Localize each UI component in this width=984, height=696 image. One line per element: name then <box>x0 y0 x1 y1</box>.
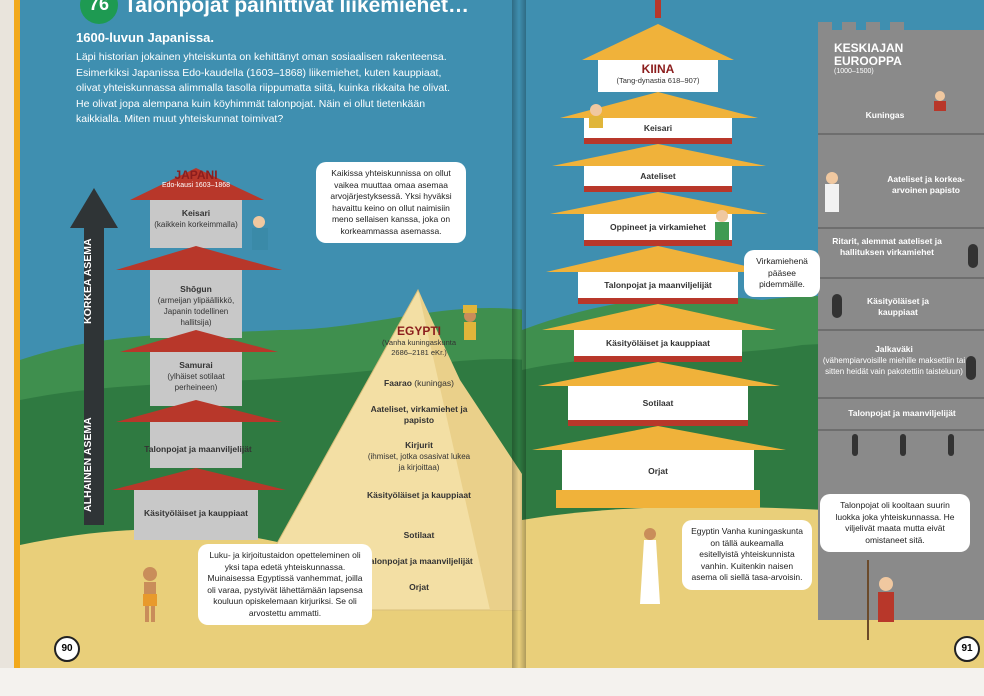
china-level-2: Aateliset <box>640 171 676 181</box>
japan-level-5: Käsityöläiset ja kauppiaat <box>144 508 248 518</box>
egypt-level-6: Talonpojat ja maanviljelijät <box>365 556 473 566</box>
egypt-level-7: Orjat <box>409 582 429 592</box>
book-gutter <box>512 0 526 668</box>
japan-level-3: Samurai(ylhäiset sotilaat perheineen) <box>167 360 225 392</box>
china-name: KIINA <box>641 62 675 76</box>
page-subtitle: 1600-luvun Japanissa. <box>76 30 215 45</box>
china-level-4: Talonpojat ja maanviljelijät <box>604 280 712 290</box>
china-level-6: Sotilaat <box>642 398 674 408</box>
china-period: (Tang-dynastia 618–907) <box>616 76 700 85</box>
europe-header: KESKIAJAN EUROOPPA (1000–1500) <box>834 41 954 76</box>
speech-bubble-japan: Kaikissa yhteiskunnissa on ollut vaikea … <box>316 162 466 243</box>
speech-bubble-scribe: Luku- ja kirjoitustaidon opetteleminen o… <box>198 544 372 625</box>
europe-period: (1000–1500) <box>834 68 874 75</box>
japan-name: JAPANI <box>174 168 218 182</box>
china-level-7: Orjat <box>648 466 668 476</box>
table-surface <box>0 668 984 696</box>
right-page: KIINA (Tang-dynastia 618–907) Keisari Aa… <box>522 0 984 668</box>
europe-level-5: Jalkaväki(vähempiarvoisille miehille mak… <box>822 344 966 376</box>
europe-level-4: Käsityöläiset ja kauppiaat <box>867 296 929 317</box>
arrow-low-label: ALHAINEN ASEMA <box>82 417 94 512</box>
china-level-5: Käsityöläiset ja kauppiaat <box>606 338 710 348</box>
right-page-background <box>522 0 984 668</box>
egypt-header: EGYPTI (Vanha kuningaskunta 2686–2181 eK… <box>376 324 462 358</box>
egypt-name: EGYPTI <box>396 324 441 338</box>
egypt-level-5: Sotilaat <box>403 530 435 540</box>
egypt-level-4: Käsityöläiset ja kauppiaat <box>367 490 471 500</box>
chapter-number: 76 <box>88 0 110 14</box>
egypt-level-2: Aateliset, virkamiehet ja papisto <box>370 404 468 425</box>
intro-text: Läpi historian jokainen yhteiskunta on k… <box>76 51 451 125</box>
left-page: 76 Talonpojat päihittivät liikemiehet… 1… <box>14 0 526 668</box>
speech-bubble-china: Virkamiehenä pääsee pidemmälle. <box>744 250 820 297</box>
egypt-level-3: Kirjurit(ihmiset, jotka osasivat lukea j… <box>367 440 471 472</box>
speech-bubble-europe: Talonpojat oli kooltaan suurin luokka jo… <box>820 494 970 552</box>
china-level-1: Keisari <box>643 123 673 133</box>
page-number-left: 90 <box>54 636 80 662</box>
europe-level-3: Ritarit, alemmat aateliset ja hallitukse… <box>832 236 942 257</box>
europe-level-1: Kuningas <box>865 110 905 120</box>
page-number-right: 91 <box>954 636 980 662</box>
japan-header: JAPANI Edo-kausi 1603–1868 <box>150 168 242 189</box>
speech-bubble-egypt-woman: Egyptin Vanha kuningaskunta on tällä auk… <box>682 520 812 590</box>
europe-level-6: Talonpojat ja maanviljelijät <box>848 408 956 418</box>
page-title: Talonpojat päihittivät liikemiehet… <box>124 0 469 17</box>
arrow-high-label: KORKEA ASEMA <box>82 238 94 324</box>
egypt-level-1: Faarao (kuningas) <box>384 378 454 388</box>
china-header: KIINA (Tang-dynastia 618–907) <box>598 62 718 85</box>
japan-period: Edo-kausi 1603–1868 <box>161 182 231 189</box>
japan-level-1: Keisari(kaikkein korkeimmalla) <box>154 208 238 229</box>
japan-level-2: Shōgun(armeijan ylipäällikkö, Japanin to… <box>157 284 235 327</box>
japan-level-4: Talonpojat ja maanviljelijät <box>144 444 252 454</box>
egypt-period: (Vanha kuningaskunta 2686–2181 eKr.) <box>381 338 457 357</box>
europe-level-2: Aateliset ja korkea-arvoinen papisto <box>887 174 965 195</box>
china-level-3: Oppineet ja virkamiehet <box>610 222 706 232</box>
left-page-background <box>20 168 526 668</box>
europe-name: KESKIAJAN EUROOPPA <box>834 41 904 68</box>
